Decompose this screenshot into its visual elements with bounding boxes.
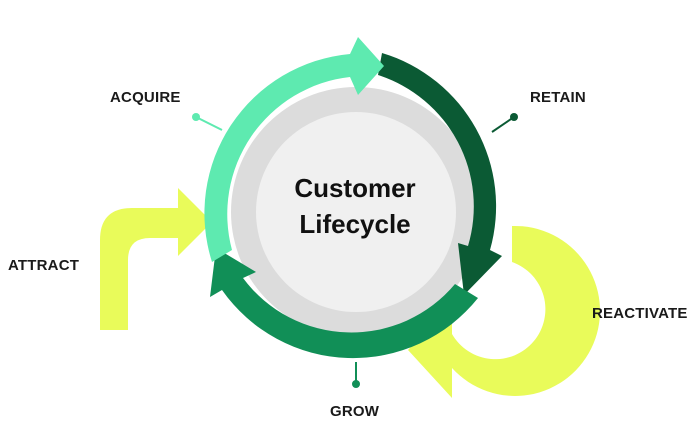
reactivate-loop-arrow: [408, 225, 601, 398]
center-title-line2: Lifecycle: [299, 209, 411, 239]
stage-label-acquire: ACQUIRE: [110, 89, 181, 106]
retain-dot: [510, 113, 518, 121]
acquire-arc: [204, 37, 384, 262]
acquire-connector: [195, 116, 223, 131]
stage-label-attract: ATTRACT: [8, 257, 80, 274]
center-title: Customer Lifecycle: [255, 170, 455, 242]
retain-connector: [491, 116, 515, 133]
inner-disc: [256, 112, 456, 312]
grow-arc: [210, 248, 478, 359]
retain-arc: [378, 53, 502, 295]
stage-label-reactivate: REACTIVATE: [592, 305, 688, 322]
stage-label-grow: GROW: [330, 403, 380, 420]
grow-dot: [352, 380, 360, 388]
stage-label-retain: RETAIN: [530, 89, 586, 106]
acquire-dot: [192, 113, 200, 121]
attract-arrow: [100, 188, 212, 330]
center-title-line1: Customer: [294, 173, 416, 203]
